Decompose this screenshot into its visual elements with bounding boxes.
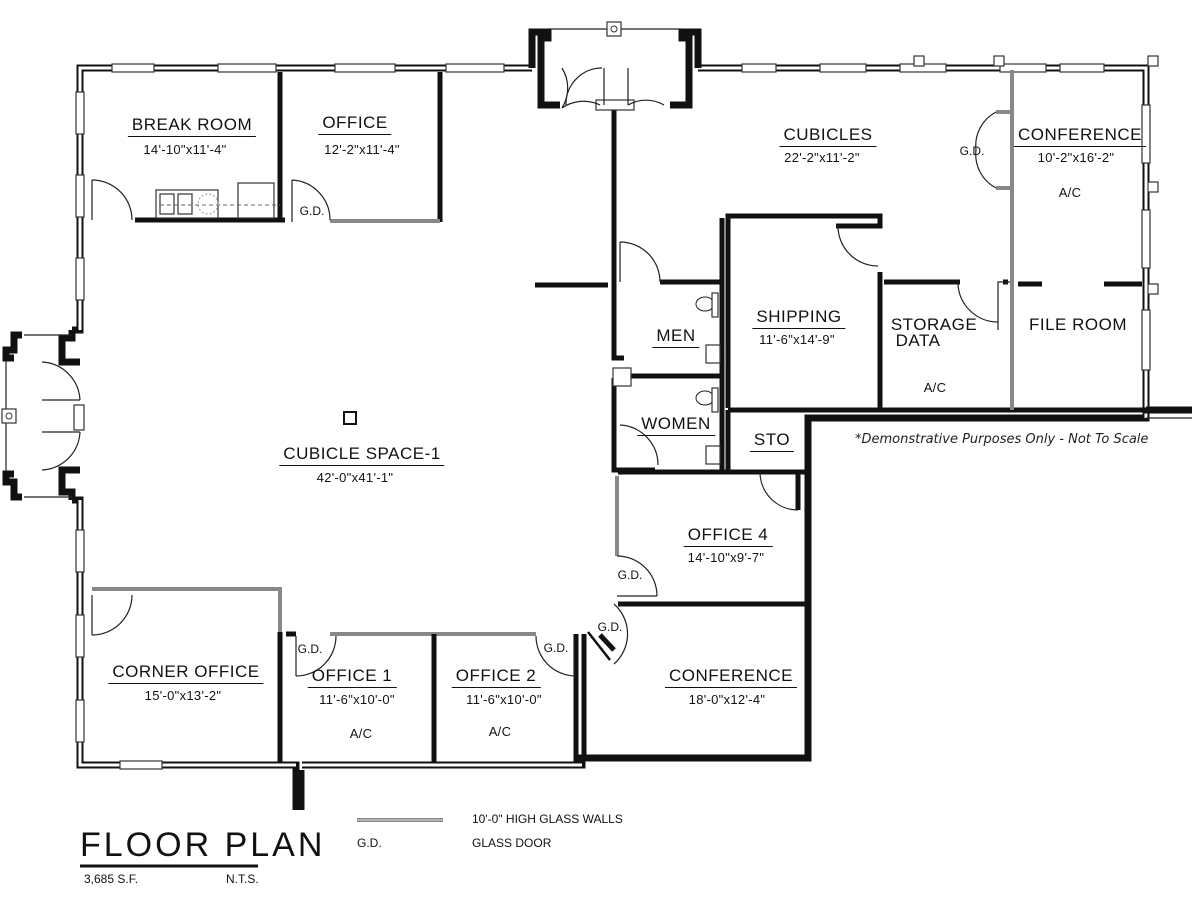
door-tag-conference-ne: G.D.	[959, 144, 985, 158]
room-dim-break-room: 14'-10"x11'-4"	[143, 142, 227, 157]
room-name-conference-ne: CONFERENCE	[1013, 125, 1147, 147]
room-name-file-room: FILE ROOM	[1028, 315, 1128, 334]
room-dim-office-1: 11'-6"x10'-0"	[319, 692, 395, 707]
room-dim-office: 12'-2"x11'-4"	[324, 142, 400, 157]
column-markers	[343, 55, 1159, 425]
room-name-conference-se: CONFERENCE	[664, 666, 798, 688]
room-name-sto: STO	[749, 430, 795, 452]
room-name-corner-office: CORNER OFFICE	[108, 662, 264, 684]
interior-walls	[92, 70, 1146, 762]
room-name-men: MEN	[652, 326, 700, 348]
room-dim-cubicle-space: 42'-0"x41'-1"	[316, 470, 394, 485]
plan-title: FLOOR PLAN	[80, 826, 326, 864]
ac-tag-storage-data: A/C	[923, 380, 947, 395]
room-name-office-2: OFFICE 2	[451, 666, 541, 688]
room-name-data: DATA	[895, 331, 941, 350]
door-tag-office: G.D.	[299, 204, 325, 218]
room-dim-shipping: 11'-6"x14'-9"	[759, 332, 835, 347]
room-name-office-1: OFFICE 1	[307, 666, 397, 688]
room-dim-corner-office: 15'-0"x13'-2"	[144, 688, 222, 703]
door-swings	[41, 67, 999, 677]
room-dim-office-2: 11'-6"x10'-0"	[466, 692, 542, 707]
ac-tag-office-1: A/C	[349, 726, 373, 741]
plan-area: 3,685 S.F.	[84, 872, 139, 886]
door-tag-office-1: G.D.	[297, 642, 323, 656]
room-dim-office-4: 14'-10"x9'-7"	[687, 550, 765, 565]
room-name-office-4: OFFICE 4	[683, 525, 773, 547]
room-name-shipping: SHIPPING	[752, 307, 846, 329]
door-tag-conference-se: G.D.	[597, 620, 623, 634]
room-name-storage: STORAGE	[890, 315, 978, 334]
plan-scale: N.T.S.	[226, 872, 259, 886]
room-name-office: OFFICE	[318, 113, 392, 135]
windows	[75, 63, 1151, 770]
disclaimer-note: *Demonstrative Purposes Only - Not To Sc…	[855, 432, 1149, 447]
legend-glass-wall-label: 10'-0" HIGH GLASS WALLS	[472, 812, 623, 826]
ac-tag-office-2: A/C	[488, 724, 512, 739]
room-name-break-room: BREAK ROOM	[127, 115, 257, 137]
legend-glass-door-label: GLASS DOOR	[472, 836, 552, 850]
door-tag-office-2: G.D.	[543, 641, 569, 655]
room-name-cubicles: CUBICLES	[779, 125, 877, 147]
room-dim-cubicles: 22'-2"x11'-2"	[784, 150, 860, 165]
door-tag-office-4: G.D.	[617, 568, 643, 582]
room-name-women: WOMEN	[637, 414, 715, 436]
room-dim-conference-se: 18'-0"x12'-4"	[688, 692, 766, 707]
room-dim-conference-ne: 10'-2"x16'-2"	[1037, 150, 1115, 165]
ac-tag-conference-ne: A/C	[1058, 185, 1082, 200]
legend-glass-door-abbr: G.D.	[357, 836, 382, 850]
room-name-cubicle-space: CUBICLE SPACE-1	[279, 444, 445, 466]
